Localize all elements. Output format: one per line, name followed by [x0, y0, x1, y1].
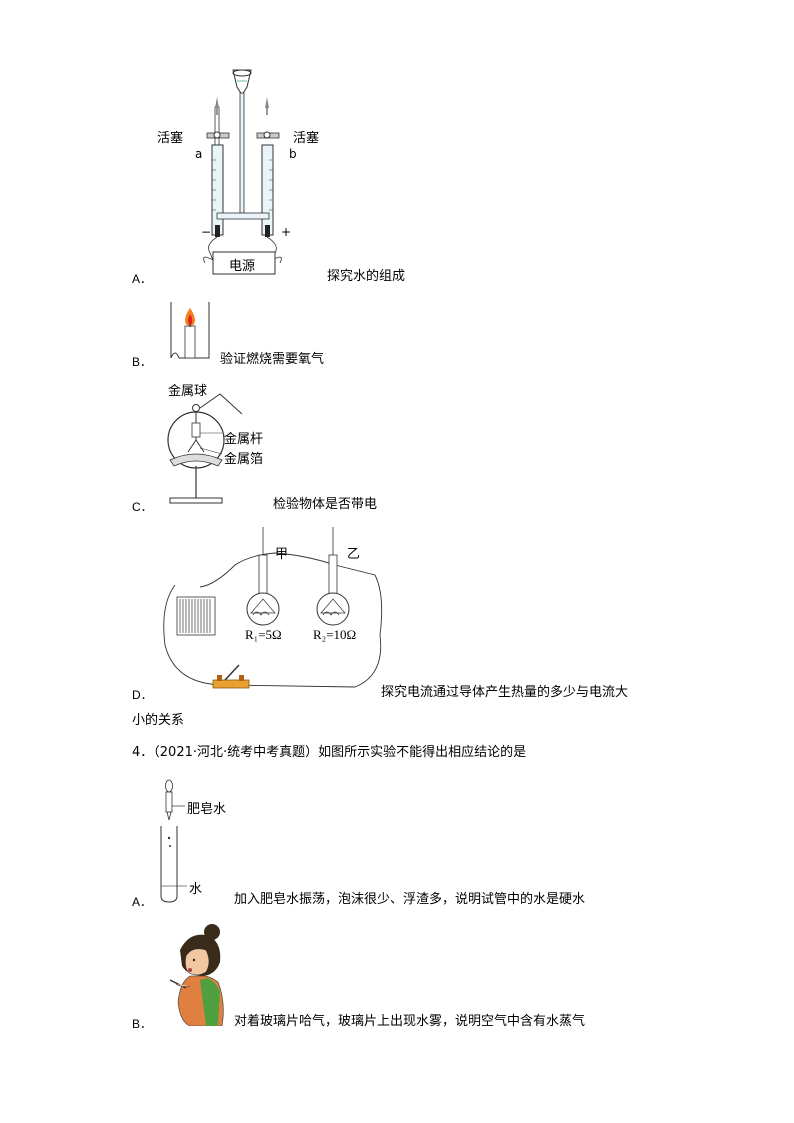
q3-option-d-text-continued: 小的关系 — [132, 713, 185, 728]
minus-sign: − — [201, 225, 212, 239]
q3-option-d-letter: D． — [132, 688, 153, 702]
metal-foil-label: 金属箔 — [224, 452, 264, 467]
power-supply-label: 电源 — [229, 259, 256, 274]
heating-circuit-drawing — [163, 527, 383, 689]
dropper-test-tube-drawing — [160, 779, 187, 903]
soap-water-label: 肥皂水 — [187, 802, 227, 817]
q4-option-a-text: 加入肥皂水振荡，泡沫很少、浮渣多，说明试管中的水是硬水 — [234, 892, 586, 907]
q4-option-b-text: 对着玻璃片哈气，玻璃片上出现水雾，说明空气中含有水蒸气 — [234, 1014, 586, 1029]
girl-breathing-drawing — [169, 924, 224, 1027]
q3-option-b-text: 验证燃烧需要氧气 — [220, 352, 325, 367]
water-label: 水 — [189, 882, 203, 897]
soap-water-figure: 肥皂水 水 — [155, 778, 245, 903]
tube-a-label: a — [195, 147, 203, 161]
electrolysis-figure: 活塞 活塞 a b − + 电源 — [155, 65, 319, 285]
q4-option-b-letter: B． — [132, 1017, 153, 1031]
q3-option-b-letter: B． — [132, 355, 153, 369]
heating-circuit-figure: 甲 乙 R₁=5Ω R₂=10Ω — [155, 525, 395, 695]
q4-option-a-letter: A． — [132, 895, 153, 909]
q4-stem: 4．（2021·河北·统考中考真题）如图所示实验不能得出相应结论的是 — [132, 745, 527, 760]
q3-option-d-text: 探究电流通过导体产生热量的多少与电流大 — [381, 685, 629, 700]
q3-option-c-text: 检验物体是否带电 — [273, 497, 378, 512]
girl-breathing-figure — [160, 922, 230, 1027]
metal-rod-label: 金属杆 — [224, 432, 264, 447]
flask-jia-label: 甲 — [275, 547, 289, 562]
electroscope-drawing — [167, 393, 243, 504]
electrolysis-apparatus-drawing — [203, 69, 282, 275]
stopcock-left-label: 活塞 — [157, 131, 184, 146]
metal-ball-label: 金属球 — [168, 384, 208, 399]
flask-yi-label: 乙 — [347, 547, 361, 562]
candle-figure — [165, 300, 215, 362]
plus-sign: + — [281, 225, 292, 239]
q3-option-c-letter: C． — [132, 500, 153, 514]
q3-option-a-text: 探究水的组成 — [327, 269, 406, 284]
resistor-r1-label: R₁=5Ω — [245, 627, 282, 642]
stopcock-right-label: 活塞 — [293, 131, 320, 146]
resistor-r2-label: R₂=10Ω — [313, 627, 357, 642]
electroscope-figure: 金属球 金属杆 金属箔 — [160, 378, 280, 506]
tube-b-label: b — [289, 147, 297, 161]
q3-option-a-letter: A． — [132, 272, 153, 286]
candle-drawing — [170, 302, 210, 359]
